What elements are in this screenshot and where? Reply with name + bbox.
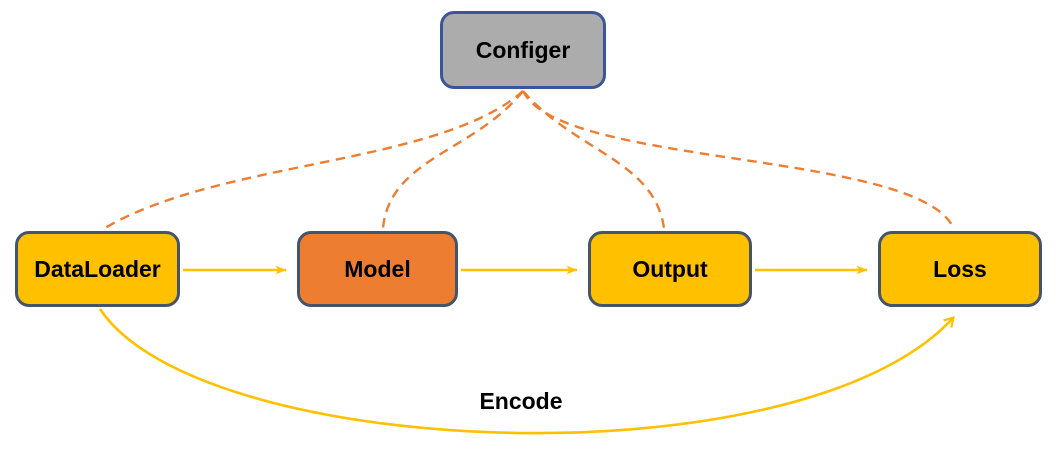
- node-configer-label: Configer: [475, 36, 571, 63]
- node-dataloader-label: DataLoader: [34, 255, 161, 282]
- node-loss: Loss: [878, 231, 1042, 307]
- node-model-label: Model: [344, 255, 411, 282]
- edge-configer-loss: [521, 90, 956, 230]
- node-loss-label: Loss: [933, 255, 987, 282]
- node-dataloader: DataLoader: [15, 231, 180, 307]
- node-output: Output: [588, 231, 752, 307]
- node-configer: Configer: [440, 11, 606, 89]
- node-output-label: Output: [632, 255, 708, 282]
- edge-configer-dataloader: [104, 90, 524, 230]
- encode-edge-label: Encode: [479, 388, 563, 414]
- edge-configer-output: [522, 90, 666, 229]
- node-model: Model: [297, 231, 458, 307]
- edge-configer-model: [381, 90, 524, 229]
